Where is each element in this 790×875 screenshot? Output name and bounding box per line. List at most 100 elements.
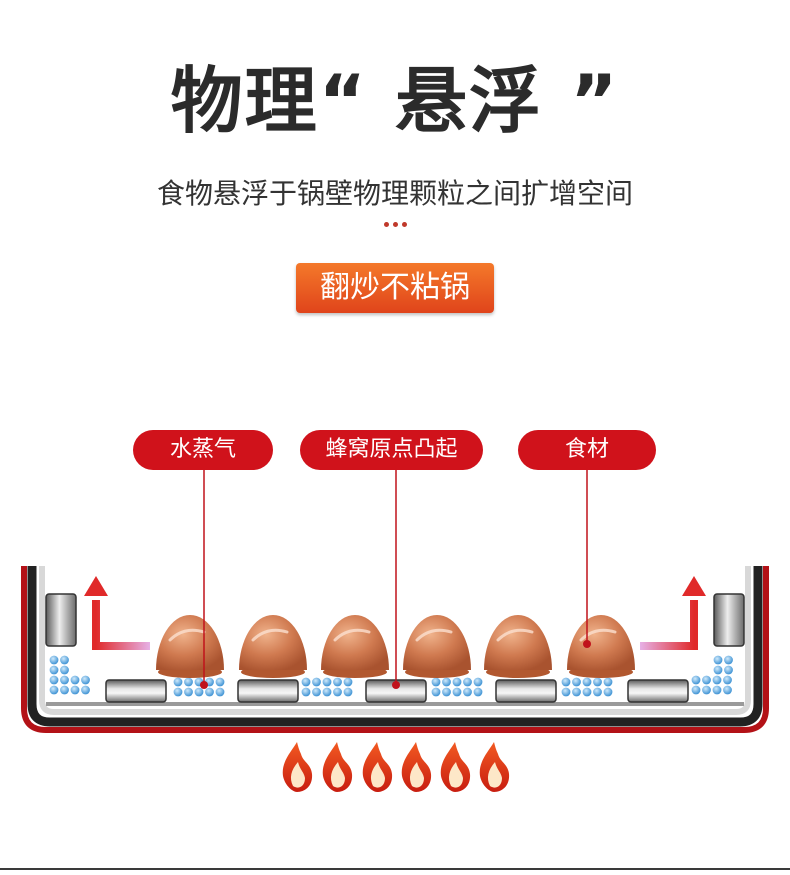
food-ball-icon [321, 615, 389, 678]
steam-bubble-icon [194, 687, 204, 697]
steam-bubble-icon [81, 675, 90, 685]
steam-bubble-icon [702, 675, 711, 685]
steam-bubble-icon [205, 687, 214, 697]
steam-bubble-icon [691, 685, 701, 695]
steam-bubble-icon [49, 685, 59, 695]
steam-bubble-icon [712, 675, 722, 685]
steam-bubble-icon [713, 665, 723, 675]
flame-icon [440, 742, 471, 792]
steam-bubble-icon [713, 655, 723, 665]
steam-bubble-icon [49, 665, 59, 675]
steam-bubble-icon [312, 677, 321, 687]
label-food: 食材 [518, 430, 656, 470]
steam-bubble-icon [343, 677, 353, 687]
steam-bubble-icon [691, 675, 701, 685]
decor-dots [0, 222, 790, 227]
steam-bubble-icon [593, 677, 602, 687]
steam-bubble-icon [312, 687, 321, 697]
food-ball-icon [567, 615, 635, 678]
steam-arrow-icon-right [640, 576, 706, 650]
steam-bubble-icon [322, 687, 332, 697]
steam-bubble-icon [442, 687, 451, 697]
steam-arrow-icon-left [84, 576, 150, 650]
steam-bubble-icon [463, 687, 472, 697]
flame-icon [479, 742, 510, 792]
steam-bubble-icon [723, 675, 732, 685]
steam-bubble-icon [60, 655, 69, 665]
flame-icon [362, 742, 393, 792]
leader-lines [203, 470, 588, 684]
steam-bubble-icon [173, 677, 183, 687]
steam-bubble-icon [572, 687, 581, 697]
steam-bubble-icon [702, 685, 711, 695]
food-ball-icon [403, 615, 471, 678]
honeycomb-bumps [105, 679, 689, 703]
steam-bubble-icon [473, 687, 483, 697]
steam-bubble-icon [442, 677, 451, 687]
steam-bubble-icon [70, 675, 80, 685]
page-title: 物理“ 悬浮 ” [170, 59, 620, 143]
steam-bubble-icon [49, 675, 59, 685]
steam-bubbles [49, 655, 733, 697]
steam-bubble-icon [473, 677, 483, 687]
steam-bubble-icon [60, 675, 69, 685]
pan-inner-layer [39, 566, 751, 715]
steam-bubble-icon [724, 665, 733, 675]
steam-bubble-icon [582, 687, 592, 697]
steam-bubble-icon [49, 655, 59, 665]
steam-bubble-icon [215, 687, 225, 697]
steam-bubble-icon [603, 687, 613, 697]
steam-bubble-icon [301, 687, 311, 697]
steam-bubble-icon [463, 677, 472, 687]
steam-bubble-icon [333, 677, 342, 687]
label-honeycomb: 蜂窝原点凸起 [300, 430, 483, 470]
pan-outer-shell [21, 566, 769, 733]
steam-bubble-icon [603, 677, 613, 687]
steam-bubble-icon [723, 685, 732, 695]
leader-dots [200, 640, 591, 689]
bottom-divider [0, 868, 790, 870]
food-ball-icon [239, 615, 307, 678]
steam-bubble-icon [322, 677, 332, 687]
steam-bubble-icon [431, 677, 441, 687]
steam-bubble-icon [572, 677, 581, 687]
steam-bubble-icon [60, 665, 69, 675]
steam-bubble-icon [70, 685, 80, 695]
steam-bubble-icon [452, 687, 462, 697]
steam-bubble-icon [215, 677, 225, 687]
steam-bubble-icon [582, 677, 592, 687]
honeycomb-bump [237, 679, 299, 703]
steam-bubble-icon [431, 687, 441, 697]
pan-dark-layer [27, 566, 763, 727]
feature-tag: 翻炒不粘锅 [296, 263, 494, 313]
food-ball-icon [156, 615, 224, 678]
honeycomb-bump [627, 679, 689, 703]
flame-icons [282, 742, 510, 792]
steam-bubble-icon [60, 685, 69, 695]
label-steam: 水蒸气 [133, 430, 273, 470]
honeycomb-bump [105, 679, 167, 703]
steam-bubble-icon [724, 655, 733, 665]
steam-bubble-icon [561, 677, 571, 687]
steam-bubble-icon [184, 677, 193, 687]
steam-bubble-icon [712, 685, 722, 695]
steam-bubble-icon [343, 687, 353, 697]
food-balls [156, 615, 635, 678]
flame-icon [282, 742, 313, 792]
side-bump-right [713, 593, 745, 647]
honeycomb-bump [495, 679, 557, 703]
steam-bubble-icon [333, 687, 342, 697]
steam-bubble-icon [452, 677, 462, 687]
food-ball-icon [484, 615, 552, 678]
steam-bubble-icon [301, 677, 311, 687]
steam-bubble-icon [81, 685, 90, 695]
steam-bubble-icon [561, 687, 571, 697]
steam-bubble-icon [184, 687, 193, 697]
flame-icon [401, 742, 432, 792]
side-bump-left [45, 593, 77, 647]
flame-icon [322, 742, 353, 792]
steam-bubble-icon [593, 687, 602, 697]
page-subtitle: 食物悬浮于锅壁物理颗粒之间扩增空间 [156, 177, 633, 210]
steam-bubble-icon [173, 687, 183, 697]
